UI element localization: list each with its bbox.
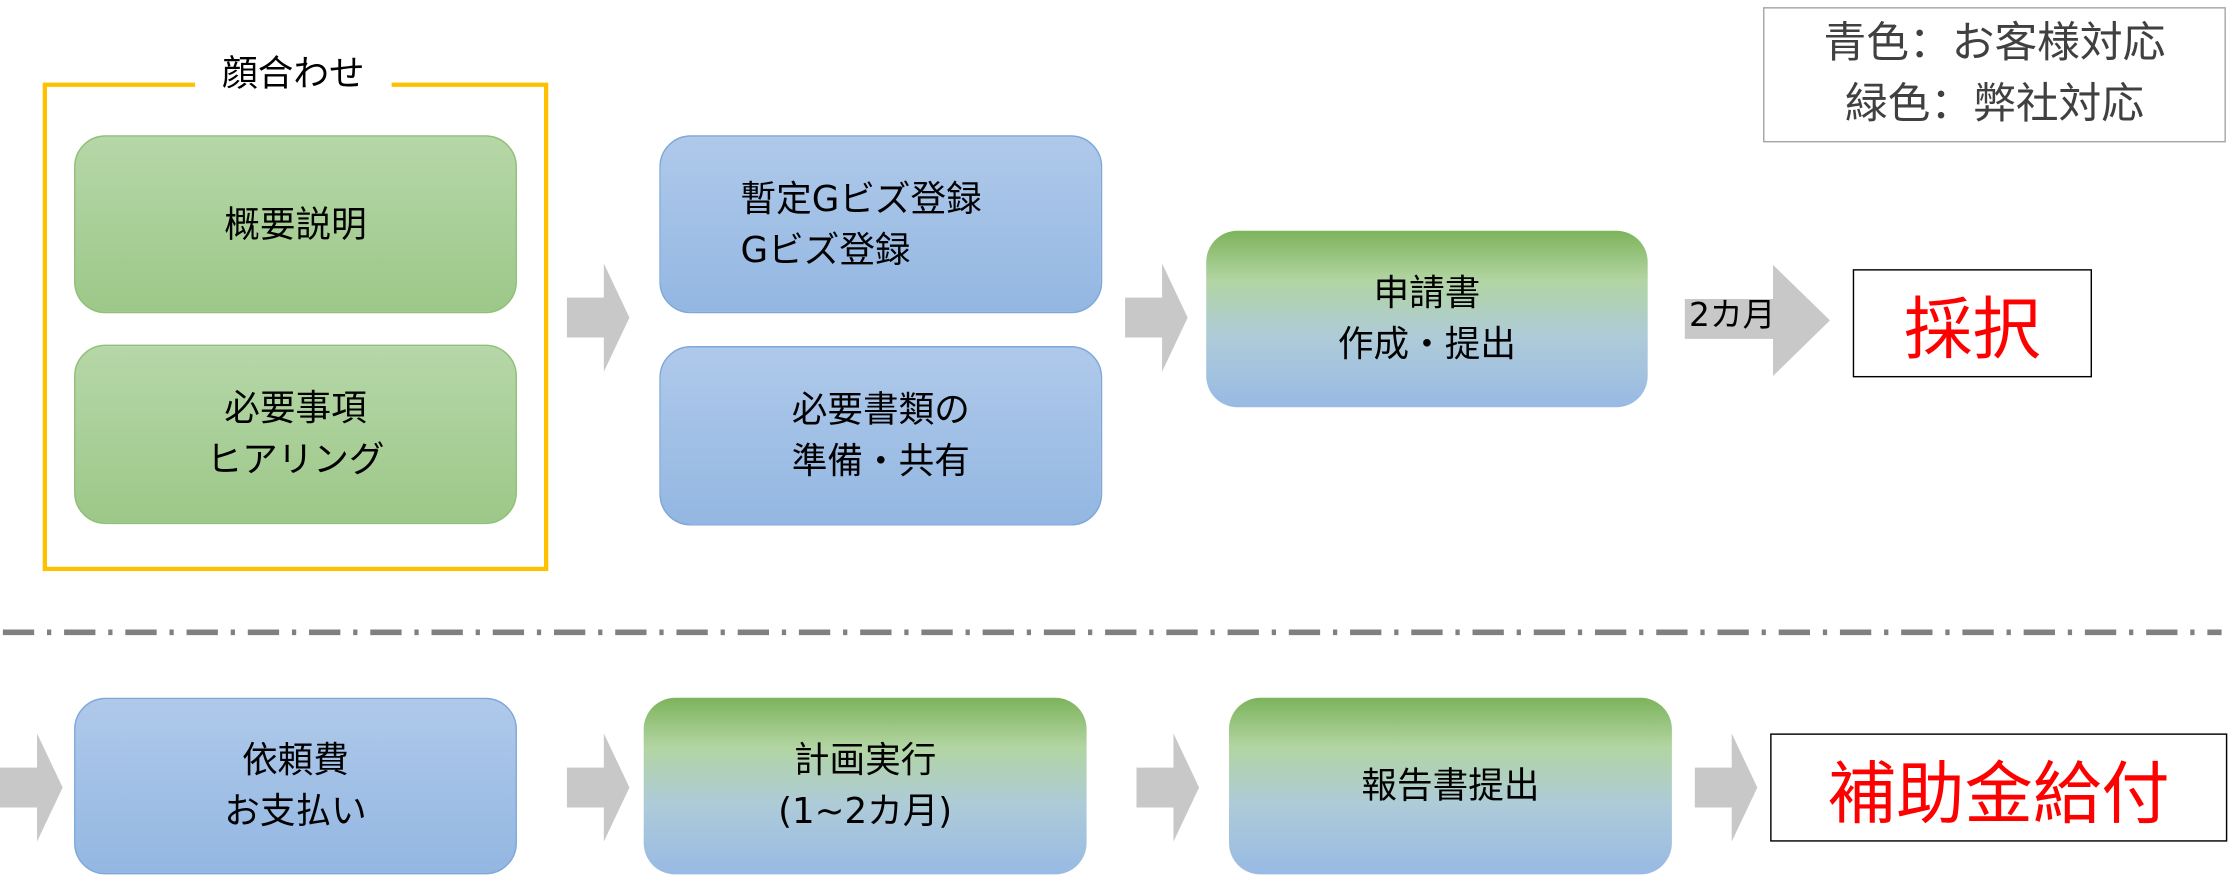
- step-hearing: 必要事項 ヒアリング: [74, 344, 517, 525]
- legend-company: 緑色：弊社対応: [1844, 79, 2144, 130]
- arrow-icon: [566, 733, 630, 842]
- arrow-icon: [1694, 733, 1758, 842]
- step-application: 申請書 作成・提出: [1206, 230, 1648, 408]
- meeting-group-label: 顔合わせ: [195, 45, 392, 103]
- step-report: 報告書提出: [1228, 697, 1672, 875]
- color-legend: 青色：お客様対応 緑色：弊社対応: [1763, 7, 2226, 143]
- step-overview: 概要説明: [74, 135, 517, 314]
- arrow-icon: [1125, 263, 1188, 372]
- legend-customer: 青色：お客様対応: [1823, 18, 2166, 69]
- arrow-icon: [1684, 264, 1830, 376]
- step-execution: 計画実行 (1~2カ月): [643, 697, 1087, 875]
- section-divider: [2, 629, 2222, 636]
- step-gbiz-registration: 暫定Gビズ登録 Gビズ登録: [659, 135, 1103, 314]
- result-adopted: 採択: [1852, 269, 2093, 378]
- arrow-icon: [566, 263, 630, 372]
- step-documents: 必要書類の 準備・共有: [659, 346, 1103, 526]
- arrow-icon: [0, 733, 63, 842]
- wait-duration-label: 2カ月: [1688, 297, 1776, 335]
- step-payment: 依頼費 お支払い: [74, 697, 517, 875]
- arrow-icon: [1136, 733, 1200, 842]
- result-subsidy-payment: 補助金給付: [1770, 733, 2228, 842]
